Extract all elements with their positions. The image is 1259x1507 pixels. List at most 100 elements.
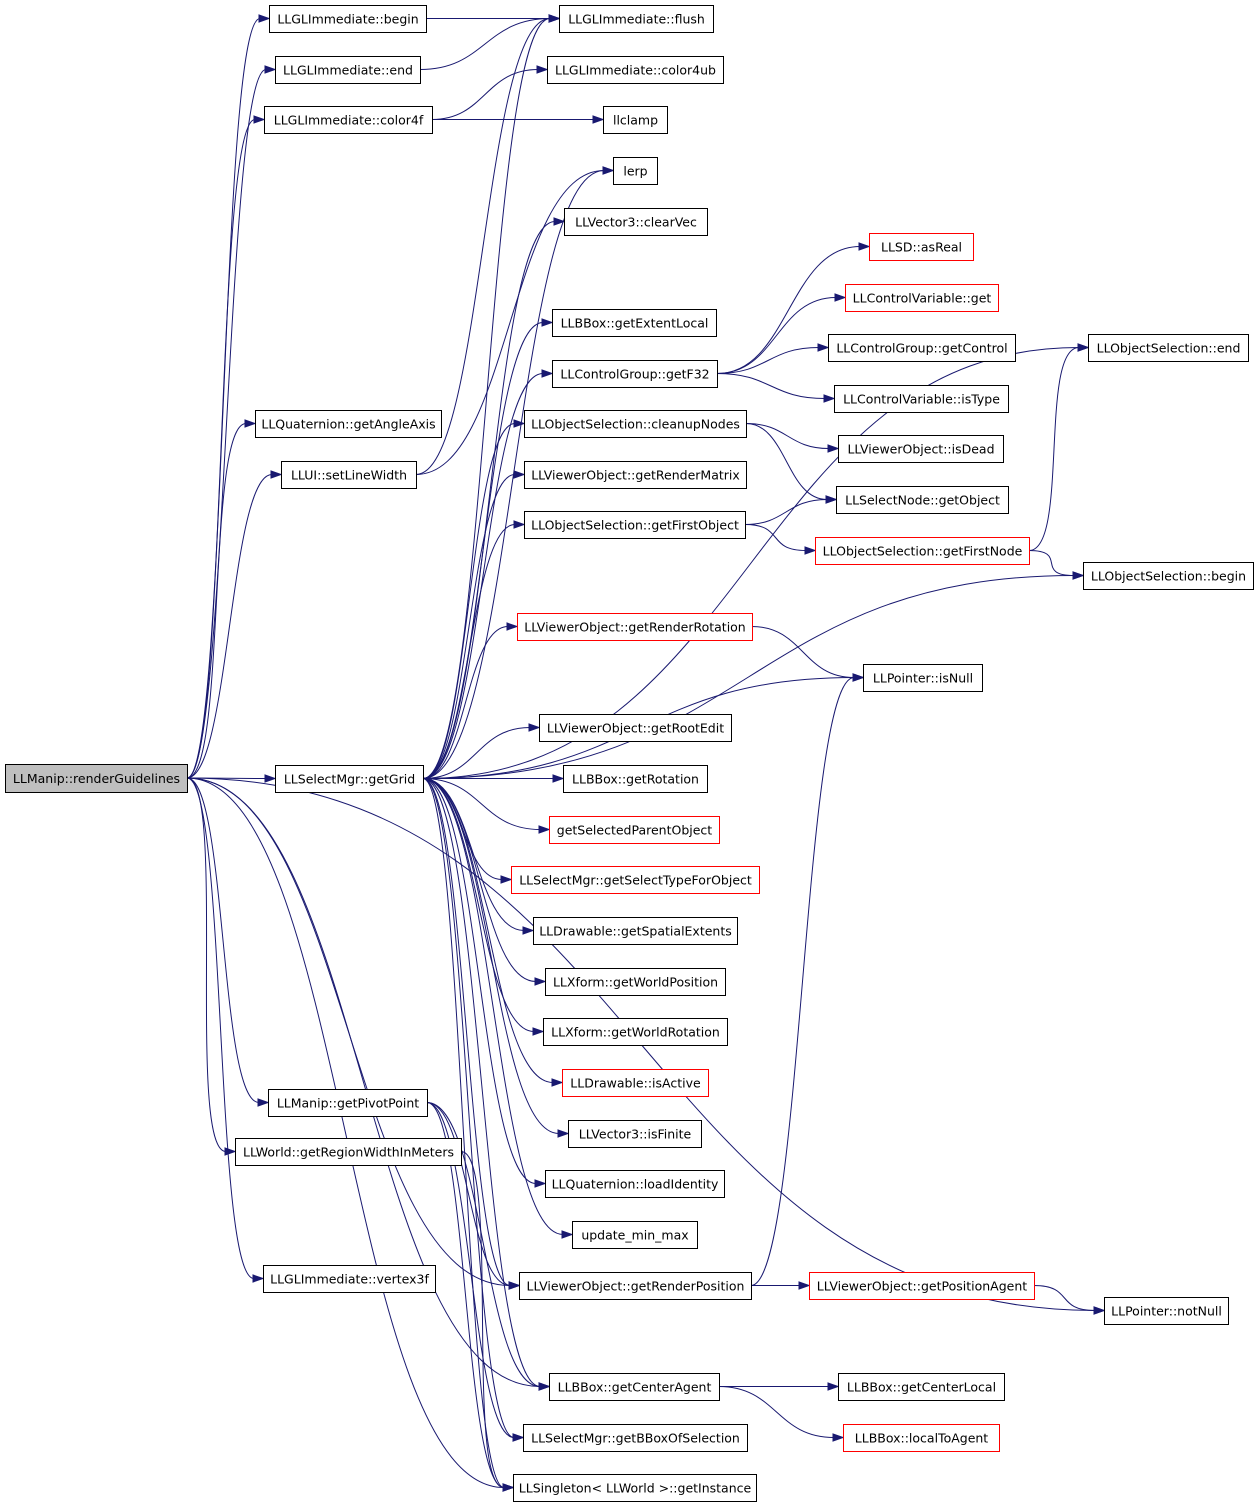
node-box [1083, 562, 1254, 590]
node-cvget[interactable]: LLControlVariable::get [845, 284, 999, 312]
node-getSpatialExtents[interactable]: LLDrawable::getSpatialExtents [533, 917, 738, 945]
node-flush[interactable]: LLGLImmediate::flush [559, 5, 714, 33]
node-getCenterAgent[interactable]: LLBBox::getCenterAgent [549, 1373, 720, 1401]
edge-getGrid-to-getInstance [422, 778, 515, 1492]
node-box [543, 1018, 728, 1046]
node-label: LLViewerObject::getRenderMatrix [531, 468, 740, 483]
node-root[interactable]: LLManip::renderGuidelines [5, 764, 188, 793]
edge-line [422, 778, 535, 1032]
edge-getGrid-to-isFinite [422, 778, 570, 1138]
node-getRotation[interactable]: LLBBox::getRotation [563, 765, 708, 793]
node-getExtentLocal[interactable]: LLBBox::getExtentLocal [552, 309, 717, 337]
node-color4f[interactable]: LLGLImmediate::color4f [264, 106, 433, 134]
node-getSelectTypeForObject[interactable]: LLSelectMgr::getSelectTypeForObject [511, 866, 760, 894]
node-isFinite[interactable]: LLVector3::isFinite [568, 1120, 702, 1148]
edge-color4f-to-llclamp [432, 115, 605, 124]
edge-getGrid-to-getSpatialExtents [422, 778, 535, 935]
node-isNull[interactable]: LLPointer::isNull [863, 664, 983, 692]
node-update_min_max[interactable]: update_min_max [572, 1221, 698, 1249]
node-getRegionWidthInMeters[interactable]: LLWorld::getRegionWidthInMeters [235, 1138, 462, 1166]
node-box [563, 765, 708, 793]
node-getWorldRotation[interactable]: LLXform::getWorldRotation [543, 1018, 728, 1046]
arrowhead [257, 1098, 270, 1107]
node-getRenderPosition[interactable]: LLViewerObject::getRenderPosition [519, 1272, 752, 1300]
arrowhead [557, 1129, 570, 1138]
node-loadIdentity[interactable]: LLQuaternion::loadIdentity [545, 1170, 725, 1198]
edge-line [422, 575, 1075, 779]
node-color4ub[interactable]: LLGLImmediate::color4ub [547, 56, 724, 84]
node-getInstance[interactable]: LLSingleton< LLWorld >::getInstance [513, 1474, 757, 1502]
node-getF32[interactable]: LLControlGroup::getF32 [552, 360, 718, 388]
node-label: LLControlVariable::isType [843, 392, 1000, 407]
arrowhead [823, 394, 836, 403]
node-getFirstNode[interactable]: LLObjectSelection::getFirstNode [815, 537, 1030, 565]
node-setLineWidth[interactable]: LLUI::setLineWidth [281, 461, 417, 489]
node-getRenderMatrix[interactable]: LLViewerObject::getRenderMatrix [524, 461, 747, 489]
edge-line [745, 423, 830, 449]
node-osbegin[interactable]: LLObjectSelection::begin [1083, 562, 1254, 590]
node-localToAgent[interactable]: LLBBox::localToAgent [843, 1424, 1000, 1452]
arrowhead [506, 622, 519, 631]
node-getCenterLocal[interactable]: LLBBox::getCenterLocal [838, 1373, 1005, 1401]
node-lerp[interactable]: lerp [613, 157, 658, 185]
edge-line [422, 18, 551, 779]
node-getSelectedParentObject[interactable]: getSelectedParentObject [549, 816, 720, 844]
node-isActive[interactable]: LLDrawable::isActive [562, 1069, 709, 1097]
node-label: LLPointer::isNull [873, 671, 973, 686]
edge-line [1028, 550, 1075, 576]
node-label: LLObjectSelection::begin [1091, 569, 1246, 584]
edge-line [751, 626, 855, 678]
node-box [523, 1424, 748, 1452]
node-getFirstObject[interactable]: LLObjectSelection::getFirstObject [524, 511, 746, 539]
edge-line [422, 778, 511, 1286]
node-getWorldPosition[interactable]: LLXform::getWorldPosition [545, 968, 726, 996]
node-clearVec[interactable]: LLVector3::clearVec [564, 208, 708, 236]
node-box [843, 1424, 1000, 1452]
arrowhead [1077, 343, 1090, 352]
arrowhead [538, 825, 551, 834]
node-label: LLGLImmediate::color4f [274, 113, 424, 128]
node-getGrid[interactable]: LLSelectMgr::getGrid [275, 765, 424, 793]
edge-line [422, 626, 509, 779]
node-notNull[interactable]: LLPointer::notNull [1104, 1297, 1229, 1325]
edge-line [186, 777, 505, 1488]
node-asReal[interactable]: LLSD::asReal [869, 233, 974, 261]
node-begin[interactable]: LLGLImmediate::begin [269, 5, 427, 33]
edge-line [186, 474, 273, 779]
node-box [568, 1120, 702, 1148]
node-getControl[interactable]: LLControlGroup::getControl [828, 334, 1016, 362]
node-osend[interactable]: LLObjectSelection::end [1088, 334, 1249, 362]
node-getBBoxOfSelection[interactable]: LLSelectMgr::getBBoxOfSelection [523, 1424, 748, 1452]
edge-line [422, 778, 505, 1488]
edge-line [426, 1102, 511, 1286]
edge-line [422, 727, 531, 779]
edge-getF32-to-cvget [716, 293, 847, 374]
node-box [275, 765, 424, 793]
node-box [552, 309, 717, 337]
edge-line [750, 677, 855, 1286]
arrowhead [552, 774, 565, 783]
node-cleanupNodes[interactable]: LLObjectSelection::cleanupNodes [524, 410, 747, 438]
edge-getPivotPoint-to-getBBoxOfSelection [426, 1102, 525, 1442]
node-getPivotPoint[interactable]: LLManip::getPivotPoint [268, 1089, 428, 1117]
node-isType[interactable]: LLControlVariable::isType [834, 385, 1009, 413]
node-box [511, 866, 760, 894]
node-getRenderRotation[interactable]: LLViewerObject::getRenderRotation [517, 613, 753, 641]
node-isDead[interactable]: LLViewerObject::isDead [838, 435, 1004, 463]
node-end[interactable]: LLGLImmediate::end [275, 56, 421, 84]
node-getPositionAgent[interactable]: LLViewerObject::getPositionAgent [809, 1272, 1035, 1300]
node-llclamp[interactable]: llclamp [603, 106, 668, 134]
node-label: LLGLImmediate::begin [277, 12, 418, 27]
node-sngetObject[interactable]: LLSelectNode::getObject [836, 486, 1009, 514]
node-label: LLObjectSelection::getFirstNode [823, 544, 1023, 559]
node-label: LLBBox::getCenterAgent [558, 1380, 712, 1395]
arrowhead [825, 495, 838, 504]
edge-line [422, 778, 515, 1438]
node-getRootEdit[interactable]: LLViewerObject::getRootEdit [539, 714, 732, 742]
arrowhead [253, 115, 266, 124]
node-label: LLViewerObject::isDead [847, 442, 994, 457]
edge-line [716, 347, 820, 374]
node-vertex3f[interactable]: LLGLImmediate::vertex3f [263, 1265, 436, 1293]
node-getAngleAxis[interactable]: LLQuaternion::getAngleAxis [255, 410, 442, 438]
node-box [828, 334, 1016, 362]
